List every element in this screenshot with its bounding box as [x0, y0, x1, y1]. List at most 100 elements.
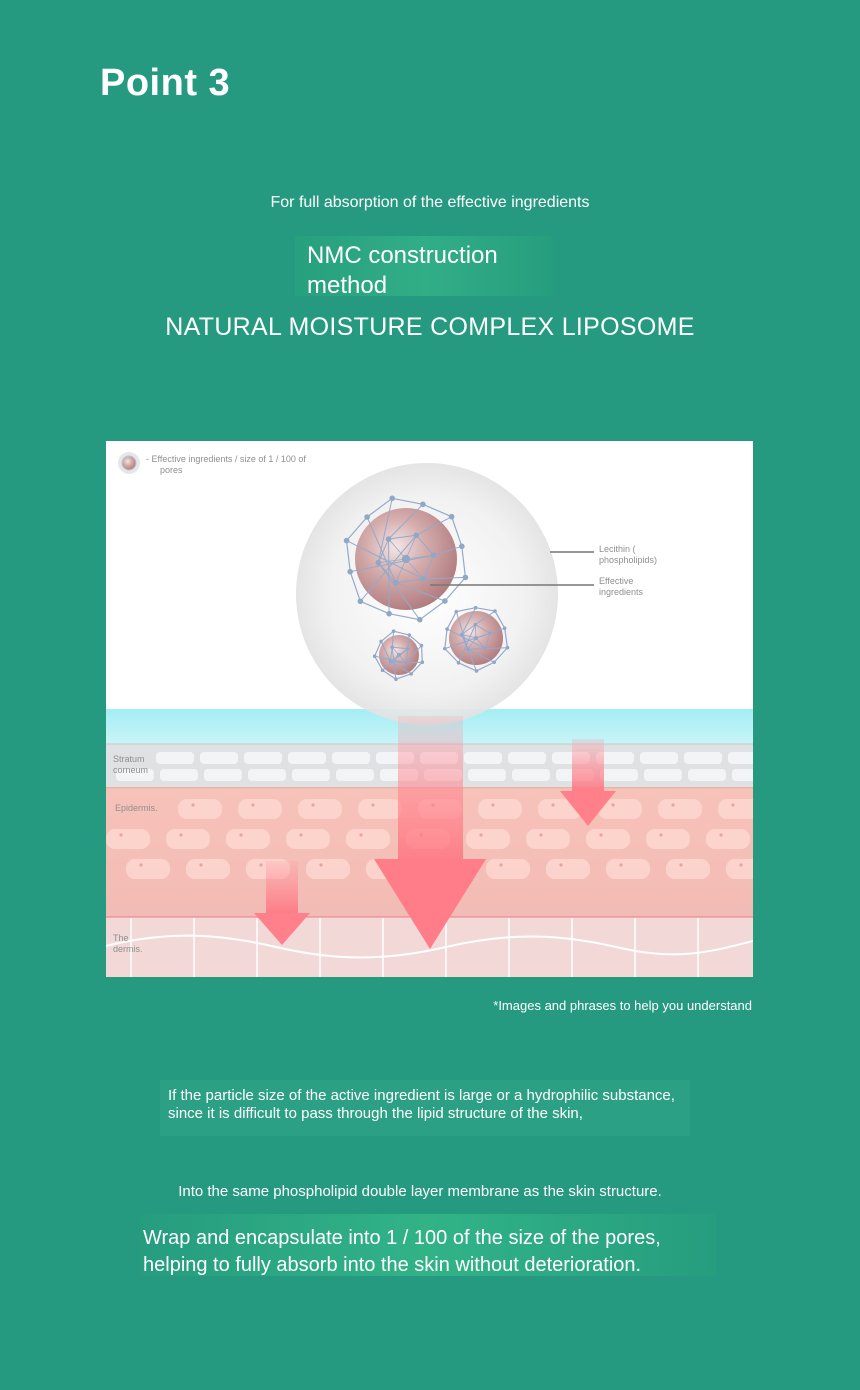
lattice-edge [416, 516, 452, 536]
lattice-node [473, 622, 478, 627]
lattice-node [391, 629, 396, 634]
lattice-node [473, 635, 479, 641]
lattice-edge [419, 600, 446, 621]
lattice-node [364, 514, 370, 520]
dermis-wave [106, 934, 753, 959]
lattice-node [375, 559, 382, 566]
lattice-node [483, 646, 488, 651]
lattice-edge [415, 534, 435, 556]
cell-nucleus [479, 833, 483, 837]
lattice-edge [461, 634, 469, 650]
liposome-diagram: - Effective ingredients / size of 1 / 10… [106, 441, 753, 977]
lattice-node [488, 631, 492, 636]
lattice-edge [475, 610, 496, 625]
cell-nucleus [251, 803, 255, 807]
stratum-corneum-label: Stratum corneum [113, 754, 149, 775]
lattice-edge [366, 497, 393, 518]
lattice-node [459, 632, 464, 637]
lattice-node [419, 643, 424, 648]
side-arrow-right [560, 739, 616, 826]
cell-nucleus [311, 803, 315, 807]
epidermis-cell [706, 829, 750, 849]
liposome-small [372, 629, 425, 682]
epidermis-cell [486, 859, 530, 879]
epidermis-cell [178, 799, 222, 819]
lattice-node [405, 646, 410, 651]
nmc-heading-line1: NMC construction [307, 242, 498, 269]
cell-nucleus [179, 833, 183, 837]
lattice-node [473, 605, 478, 610]
epidermis-cell [238, 799, 282, 819]
nmc-highlight-box [295, 236, 553, 296]
lattice-edge [395, 558, 407, 583]
lattice-edge [374, 655, 384, 671]
epidermis-cell [598, 799, 642, 819]
lattice-edge [377, 498, 393, 563]
cell-nucleus [671, 803, 675, 807]
epidermis-cell [718, 799, 753, 819]
main-penetration-arrow [374, 716, 486, 949]
cell-nucleus [371, 803, 375, 807]
lattice-edge [405, 554, 434, 560]
page-title: Point 3 [100, 62, 231, 104]
epidermis-cell [126, 859, 170, 879]
lattice-edge [374, 641, 382, 657]
lattice-edge [382, 669, 397, 680]
lattice-edge [388, 539, 390, 614]
cell-nucleus [619, 863, 623, 867]
lattice-node [386, 610, 392, 617]
lattice-edge [433, 545, 462, 556]
lattice-node [404, 661, 408, 665]
paragraph-encapsulate: Wrap and encapsulate into 1 / 100 of the… [143, 1227, 661, 1276]
lattice-node [389, 495, 396, 502]
lattice-edge [395, 582, 446, 602]
lattice-node [459, 543, 465, 550]
cell-nucleus [359, 833, 363, 837]
lattice-edge [493, 647, 508, 663]
lattice-edge [494, 610, 506, 629]
lattice-edge [475, 607, 496, 612]
lattice-edge [455, 611, 469, 650]
lattice-node [397, 653, 401, 657]
lattice-edge [405, 648, 409, 663]
lattice-edge [475, 637, 486, 649]
lattice-edge [346, 516, 368, 542]
lattice-edge [388, 538, 407, 560]
lattice-edge [405, 645, 422, 664]
cell-nucleus [551, 803, 555, 807]
lattice-edge [380, 641, 391, 662]
lattice-edge [388, 613, 420, 621]
cell-nucleus [739, 863, 743, 867]
epidermis-cell [586, 829, 630, 849]
epidermis-cell [358, 799, 402, 819]
lattice-edge [380, 630, 394, 642]
corneum-cell [600, 769, 638, 781]
lattice-edge [458, 624, 476, 663]
lattice-edge [377, 562, 397, 584]
lattice-edge [461, 624, 476, 635]
lattice-edge [476, 661, 495, 672]
cell-nucleus [719, 833, 723, 837]
lattice-edge [410, 661, 423, 675]
lattice-edge [484, 633, 491, 649]
corneum-cell [688, 769, 726, 781]
lattice-node [442, 598, 448, 604]
corneum-cell [464, 752, 502, 764]
lattice-edge [407, 634, 410, 649]
corneum-cell [288, 752, 326, 764]
legend-liposome-icon [118, 452, 140, 474]
corneum-cell [644, 769, 682, 781]
lattice-edge [461, 607, 477, 635]
lattice-edge [359, 534, 417, 602]
legend-label: - Effective ingredients / size of 1 / 10… [146, 454, 306, 475]
cell-nucleus [139, 863, 143, 867]
corneum-cell [116, 769, 154, 781]
lattice-node [390, 645, 394, 649]
lattice-node [385, 536, 392, 542]
lattice-node [502, 626, 507, 631]
side-arrow-left [254, 861, 310, 945]
lattice-edge [405, 558, 424, 580]
lattice-node [380, 668, 385, 673]
lattice-edge [420, 645, 423, 663]
liposome-medium [443, 605, 510, 673]
